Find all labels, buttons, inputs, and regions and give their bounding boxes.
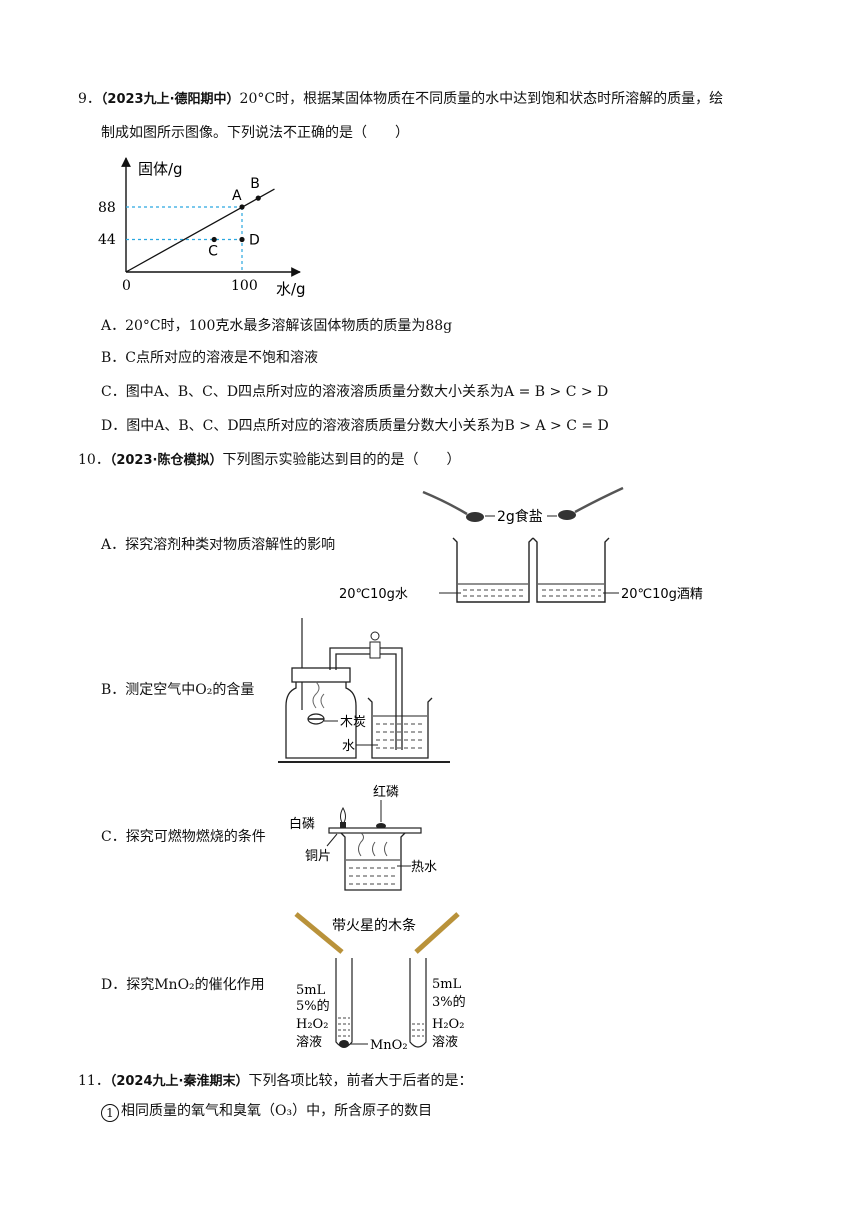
y-tick-44: 44 xyxy=(98,232,116,248)
figure-a-dissolving: 2g食盐 20℃10g水 20℃10g酒精 xyxy=(339,486,703,603)
origin-label: 0 xyxy=(122,278,131,294)
q9-option-c: C．图中A、B、C、D四点所对应的溶液溶质质量分数大小关系为A = B > C … xyxy=(101,384,609,400)
right-splint xyxy=(414,912,460,954)
q10-stem: 10．（2023·陈仓模拟）下列图示实验能达到目的的是（ ） xyxy=(78,450,460,471)
left-beaker xyxy=(452,537,534,603)
clamp-icon xyxy=(369,641,381,659)
q10-option-a: A．探究溶剂种类对物质溶解性的影响 xyxy=(101,537,336,553)
right-spoon-handle xyxy=(574,486,624,514)
figure-d-catalysis: 带火星的木条 5mL 5%的 H₂O₂ 溶液 5mL 3%的 H₂O₂ 溶液 M… xyxy=(294,912,466,1053)
point-label-c: C xyxy=(208,244,218,260)
solubility-line xyxy=(125,188,275,273)
red-phosphorus-label: 红磷 xyxy=(373,784,399,800)
q9-option-b: B．C点所对应的溶液是不饱和溶液 xyxy=(101,350,318,366)
q10-option-d: D．探究MnO₂的催化作用 xyxy=(101,977,265,993)
q9-source: （2023九上·德阳期中） xyxy=(100,92,240,107)
right-solution-label: 溶液 xyxy=(432,1035,458,1050)
figure-c-combustion: 红磷 白磷 铜片 热水 xyxy=(289,784,437,891)
connecting-tube xyxy=(329,647,403,750)
q10-option-c: C．探究可燃物燃烧的条件 xyxy=(101,829,266,845)
left-splint xyxy=(294,912,344,954)
point-b xyxy=(255,195,261,201)
point-c xyxy=(211,236,217,243)
y-tick-88: 88 xyxy=(98,200,116,216)
q10-stem-text: 下列图示实验能达到目的的是（ ） xyxy=(222,452,461,468)
jar-body xyxy=(285,682,357,759)
beaker-water-hatch xyxy=(376,723,424,749)
left-spoon-bowl xyxy=(466,512,484,522)
hot-water-hatch xyxy=(349,867,397,885)
white-phosphorus-blob xyxy=(340,822,346,828)
q10-option-b: B．测定空气中O₂的含量 xyxy=(101,682,255,698)
water-label: 水 xyxy=(342,739,355,754)
mno2-powder xyxy=(339,1040,349,1048)
q11-stem: 11．（2024九上·秦淮期末）下列各项比较，前者大于后者的是： xyxy=(78,1071,472,1092)
q9-stem-line1: 9．（2023九上·德阳期中）20°C时，根据某固体物质在不同质量的水中达到饱和… xyxy=(78,89,723,110)
left-percent-label: 5%的 xyxy=(296,998,330,1014)
right-beaker xyxy=(532,537,610,603)
copper-leader xyxy=(326,833,338,847)
y-axis-label: 固体/g xyxy=(138,160,183,178)
x-axis-label: 水/g xyxy=(276,280,306,298)
copper-sheet xyxy=(328,827,422,834)
right-volume-label: 5mL xyxy=(432,977,462,992)
q9-stem-text: 20°C时，根据某固体物质在不同质量的水中达到饱和状态时所溶解的质量，绘 xyxy=(239,91,724,107)
right-chemical-label: H₂O₂ xyxy=(432,1017,464,1032)
q9-number: 9． xyxy=(78,91,101,107)
right-test-tube xyxy=(409,958,427,1048)
q9-option-a: A．20°C时，100克水最多溶解该固体物质的质量为88g xyxy=(101,318,453,334)
jar-stopper xyxy=(291,667,351,683)
q10-number: 10． xyxy=(78,452,110,468)
splint-label: 带火星的木条 xyxy=(332,917,416,934)
x-tick-100: 100 xyxy=(231,278,258,294)
left-liquid-hatch xyxy=(338,1017,350,1037)
catalyst-label: MnO₂ xyxy=(370,1038,408,1053)
q11-item-1-text: 相同质量的氧气和臭氧（O₃）中，所含原子的数目 xyxy=(121,1103,433,1119)
salt-label: 2g食盐 xyxy=(497,508,543,525)
q9-option-d: D．图中A、B、C、D四点所对应的溶液溶质质量分数大小关系为B > A > C … xyxy=(101,418,609,434)
white-phosphorus-label: 白磷 xyxy=(289,816,315,832)
q9-stem-line2: 制成如图所示图像。下列说法不正确的是（ ） xyxy=(101,125,409,141)
right-percent-label: 3%的 xyxy=(432,994,466,1010)
left-test-tube xyxy=(335,958,353,1048)
q11-source: （2024九上·秦淮期末） xyxy=(109,1074,249,1089)
left-volume-label: 5mL xyxy=(296,983,326,998)
point-label-d: D xyxy=(249,233,260,249)
point-label-a: A xyxy=(232,188,242,204)
left-beaker-label: 20℃10g水 xyxy=(339,587,408,602)
solubility-chart: 固体/g 水/g 0 100 88 44 AB C D xyxy=(98,157,306,298)
charcoal-label: 木炭 xyxy=(340,715,366,730)
right-liquid-hatch xyxy=(412,1023,424,1037)
right-spoon-bowl xyxy=(558,510,576,520)
point-label-b: B xyxy=(250,176,260,192)
right-beaker-label: 20℃10g酒精 xyxy=(621,587,703,602)
point-d xyxy=(239,236,245,243)
beaker xyxy=(367,697,433,759)
white-phosphorus-flame-icon xyxy=(340,806,346,825)
q11-stem-text: 下列各项比较，前者大于后者的是： xyxy=(248,1073,473,1089)
copper-sheet-label: 铜片 xyxy=(305,849,331,864)
steam-lines xyxy=(358,832,388,857)
q10-source: （2023·陈仓模拟） xyxy=(109,453,223,468)
left-solution-label: 溶液 xyxy=(296,1035,322,1050)
flame-smoke xyxy=(312,681,325,709)
beaker xyxy=(340,832,406,891)
item-number-circle: 1 xyxy=(101,1104,119,1122)
point-a xyxy=(239,204,245,210)
hot-water-label: 热水 xyxy=(411,860,437,875)
left-spoon-handle xyxy=(422,490,468,516)
figure-b-air-oxygen: 木炭 水 xyxy=(278,618,450,763)
left-chemical-label: H₂O₂ xyxy=(296,1017,328,1032)
clamp-handle-icon xyxy=(370,631,380,641)
q11-number: 11． xyxy=(78,1073,110,1089)
